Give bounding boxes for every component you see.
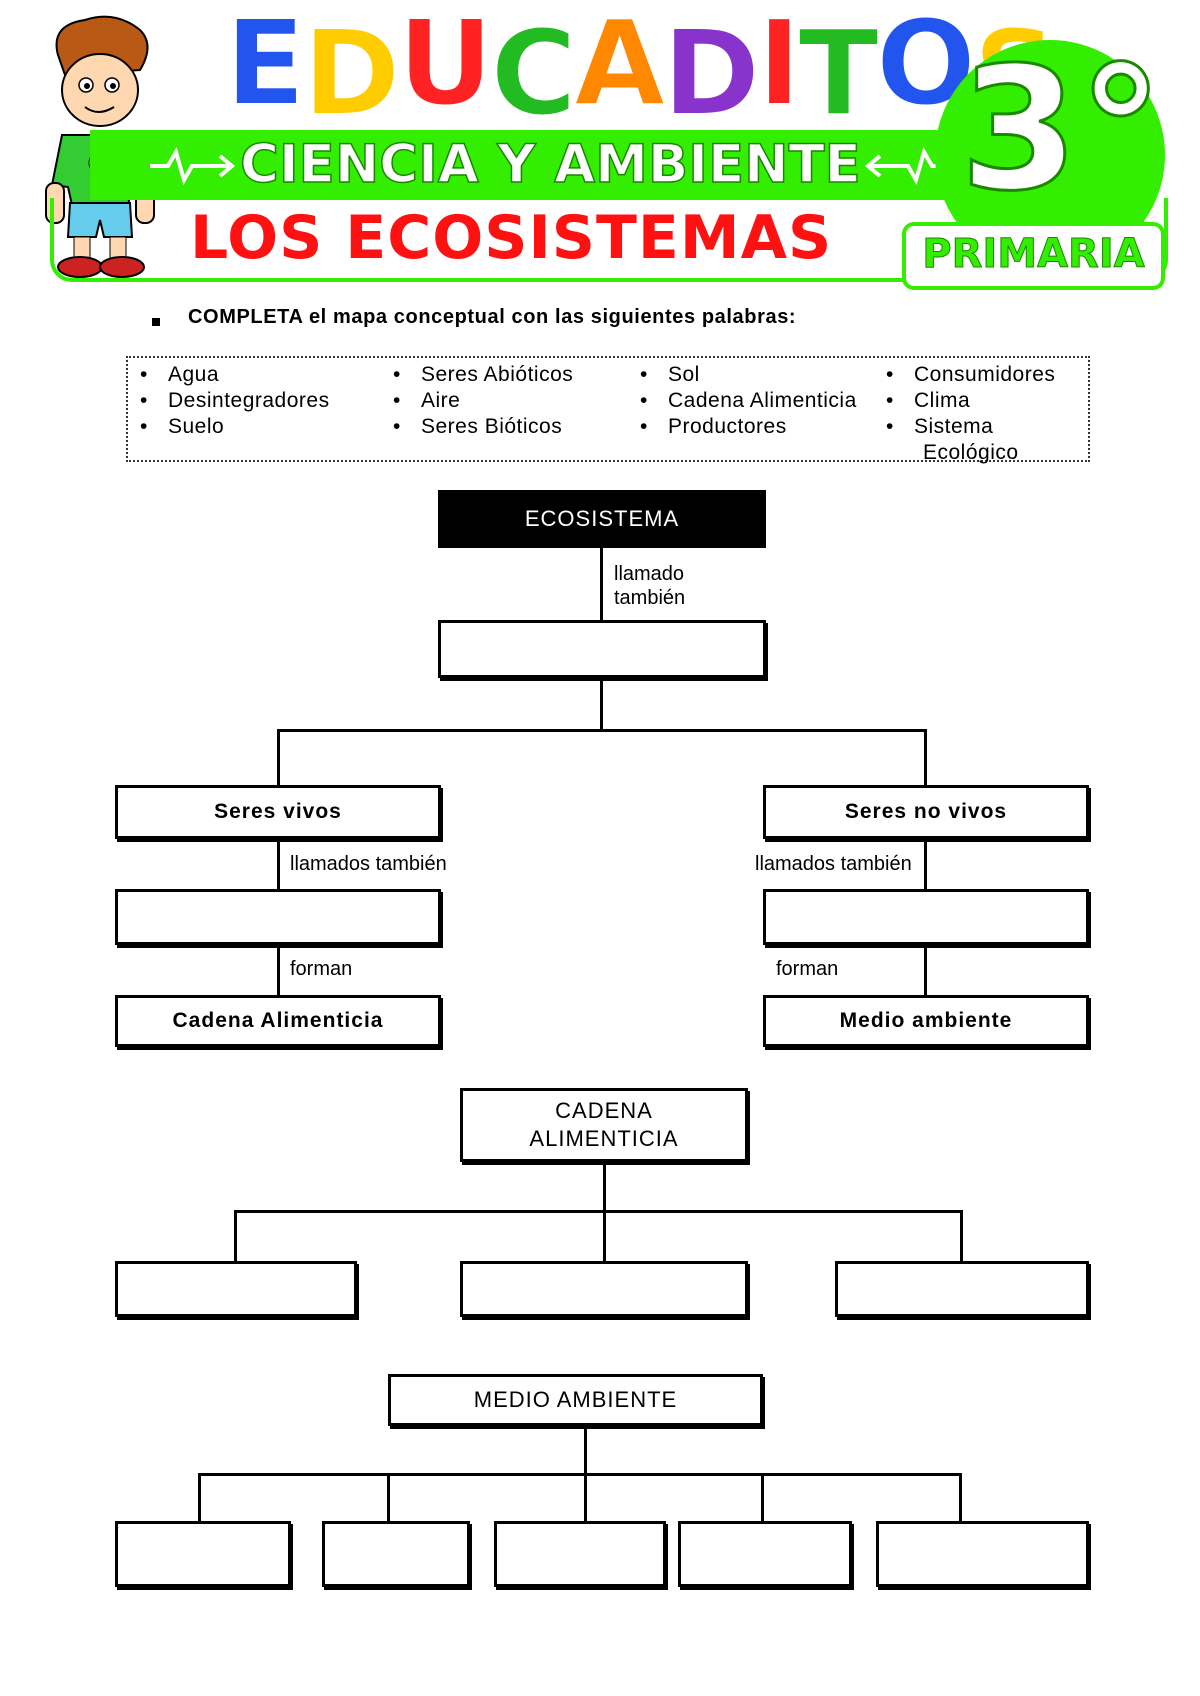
word-bank-column: Consumidores Clima Sistema Ecológico: [874, 362, 1055, 466]
concept-root-cadena-alimenticia: CADENA ALIMENTICIA: [460, 1088, 748, 1162]
instruction-bullet: [152, 318, 160, 326]
brand-letter: T: [797, 4, 879, 142]
connector-line: [959, 1473, 962, 1523]
brand-letter: A: [573, 0, 666, 132]
heartbeat-arrow-icon: [150, 146, 236, 186]
connector-line: [234, 1210, 237, 1262]
brand-letter: U: [397, 0, 495, 132]
answer-box[interactable]: [460, 1261, 748, 1317]
connector-line: [603, 1162, 606, 1212]
connector-line: [584, 1473, 587, 1523]
connector-line: [277, 729, 927, 732]
word-bank: Agua Desintegradores Suelo Seres Abiótic…: [126, 356, 1090, 464]
answer-box[interactable]: [678, 1521, 852, 1587]
word-bank-item: Sistema: [874, 414, 1055, 440]
word-bank-item: Consumidores: [874, 362, 1055, 388]
word-bank-column: Seres Abióticos Aire Seres Bióticos: [381, 362, 573, 440]
connector-line: [584, 1426, 587, 1476]
answer-box[interactable]: [438, 620, 766, 678]
word-bank-item: Cadena Alimenticia: [628, 388, 857, 414]
word-bank-column: Agua Desintegradores Suelo: [128, 362, 330, 440]
answer-box[interactable]: [494, 1521, 666, 1587]
concept-box-seres-no-vivos: Seres no vivos: [763, 785, 1089, 839]
word-bank-item: Clima: [874, 388, 1055, 414]
connector-line: [198, 1473, 962, 1476]
word-bank-item: Desintegradores: [128, 388, 330, 414]
subject-title: CIENCIA Y AMBIENTE: [239, 133, 861, 196]
link-label: llamados también: [290, 853, 447, 875]
concept-root-medio-ambiente: MEDIO AMBIENTE: [388, 1374, 763, 1426]
answer-box[interactable]: [876, 1521, 1089, 1587]
grade-number: 3°: [959, 31, 1165, 229]
concept-box-cadena-alimenticia: Cadena Alimenticia: [115, 995, 441, 1047]
connector-line: [924, 945, 927, 997]
link-label: llamados también: [755, 853, 912, 875]
connector-line: [277, 839, 280, 889]
connector-line: [603, 1210, 606, 1262]
concept-box-medio-ambiente: Medio ambiente: [763, 995, 1089, 1047]
brand-letter: D: [302, 4, 402, 142]
connector-line: [198, 1473, 201, 1523]
connector-line: [924, 839, 927, 889]
level-badge: [902, 222, 1165, 290]
title-band: [50, 198, 1168, 282]
answer-box[interactable]: [322, 1521, 470, 1587]
connector-line: [960, 1210, 963, 1262]
connector-line: [387, 1473, 390, 1523]
answer-box[interactable]: [763, 889, 1089, 945]
brand-letter: I: [756, 0, 802, 132]
link-label: llamado también: [614, 563, 686, 609]
word-bank-item: Seres Abióticos: [381, 362, 573, 388]
answer-box[interactable]: [115, 889, 441, 945]
connector-line: [277, 729, 280, 785]
brand-letter: C: [489, 4, 578, 142]
word-bank-item: Productores: [628, 414, 857, 440]
brand-letter: D: [661, 4, 761, 142]
word-bank-column: Sol Cadena Alimenticia Productores: [628, 362, 857, 440]
link-label: forman: [290, 958, 353, 980]
level-label: PRIMARIA: [922, 231, 1145, 278]
concept-box-seres-vivos: Seres vivos: [115, 785, 441, 839]
connector-line: [234, 1210, 963, 1213]
connector-line: [761, 1473, 764, 1523]
word-bank-item: Sol: [628, 362, 857, 388]
connector-line: [924, 729, 927, 785]
connector-line: [600, 678, 603, 732]
subject-banner: [90, 130, 980, 200]
link-label: forman: [776, 958, 839, 980]
answer-box[interactable]: [835, 1261, 1089, 1317]
brand-logo: EDUCADITOS: [224, 3, 1059, 133]
word-bank-item: Seres Bióticos: [381, 414, 573, 440]
connector-line: [600, 548, 603, 622]
concept-root-ecosistema: ECOSISTEMA: [438, 490, 766, 548]
word-bank-item: Agua: [128, 362, 330, 388]
instruction-text: COMPLETA el mapa conceptual con las sigu…: [188, 306, 797, 328]
answer-box[interactable]: [115, 1521, 291, 1587]
word-bank-item: Suelo: [128, 414, 330, 440]
word-bank-item: Aire: [381, 388, 573, 414]
word-bank-item: Ecológico: [923, 441, 1019, 464]
topic-title: LOS ECOSISTEMAS: [190, 203, 833, 273]
brand-letter: E: [224, 0, 307, 132]
answer-box[interactable]: [115, 1261, 357, 1317]
connector-line: [277, 945, 280, 997]
